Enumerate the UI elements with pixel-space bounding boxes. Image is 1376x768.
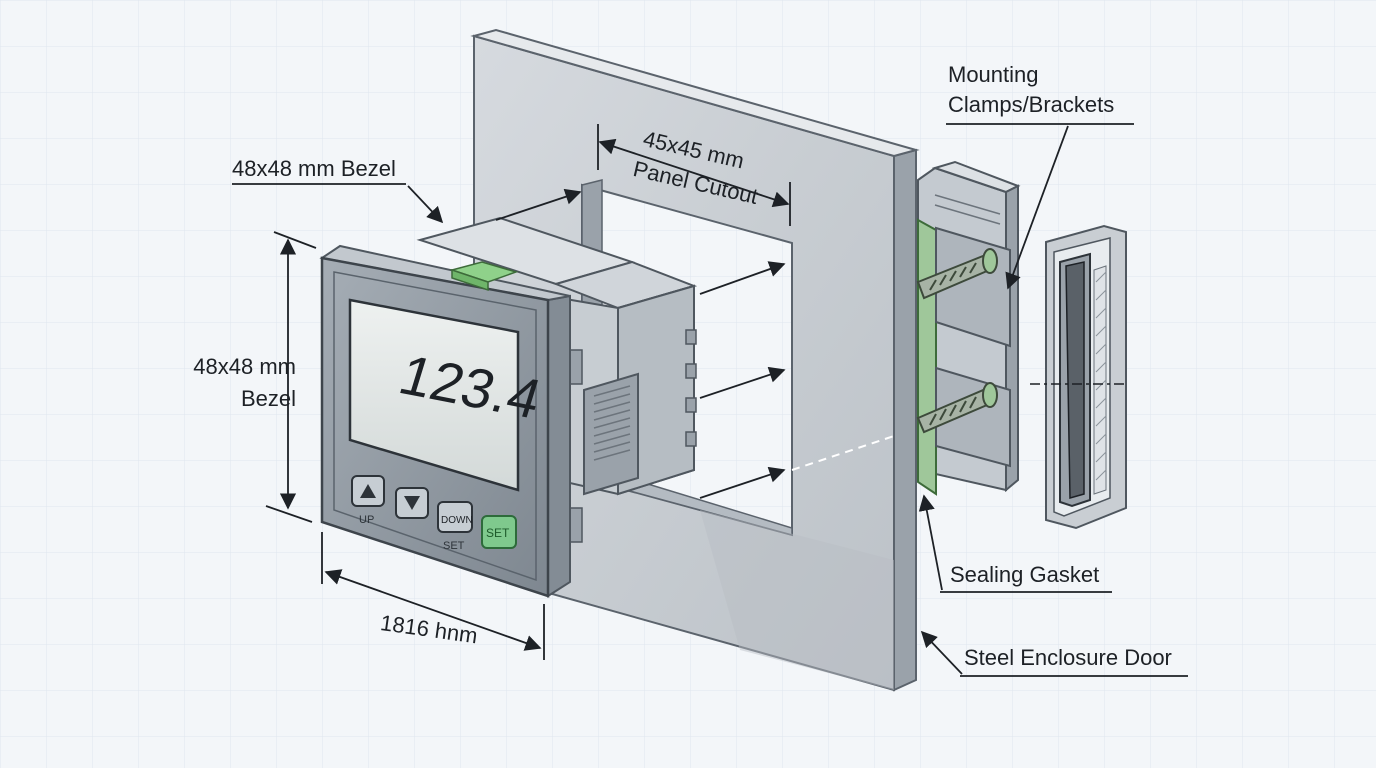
- set-under-label: SET: [443, 540, 465, 552]
- down-key: [437, 501, 473, 533]
- clamps-label-line2: Clamps/Brackets: [948, 92, 1115, 117]
- door-label: Steel Enclosure Door: [964, 645, 1172, 670]
- dimension-lines: [232, 123, 1188, 677]
- clamp-screw-upper: [916, 248, 998, 300]
- lcd-window: [348, 298, 520, 492]
- sealing-gasket: [1030, 224, 1128, 530]
- set-key: [481, 515, 517, 549]
- down-key-label: DOWN: [441, 515, 473, 526]
- bezel-side-label-line1: 48x48 mm: [193, 354, 296, 379]
- clamps-label-line1: Mounting: [948, 62, 1039, 87]
- clamp-screw-lower: [916, 382, 998, 434]
- gasket-label: Sealing Gasket: [950, 562, 1100, 587]
- bezel-top-label: 48x48 mm Bezel: [232, 156, 396, 181]
- panel-meter: [319, 216, 698, 598]
- bezel-side-label-line2: Bezel: [240, 386, 296, 411]
- set-key-label: SET: [486, 526, 510, 540]
- up-key-label: UP: [359, 514, 374, 526]
